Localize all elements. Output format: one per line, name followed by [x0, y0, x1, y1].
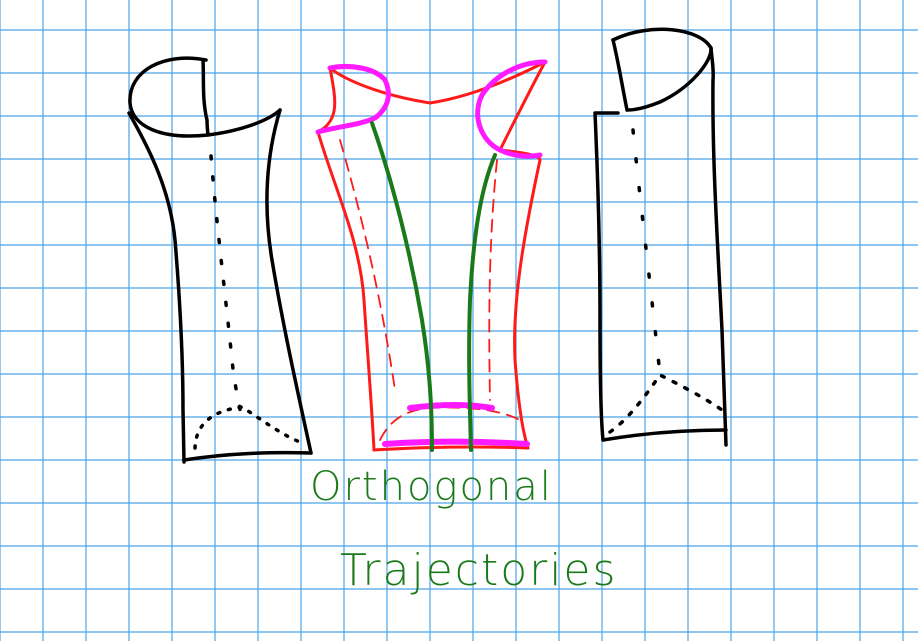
green-trajectory-left	[370, 121, 434, 452]
left-cylinder-sketch	[127, 56, 313, 464]
middle-cylinder-bottom	[372, 445, 530, 452]
left-cylinder-hidden-base	[193, 405, 302, 450]
label-orthogonal: Orthogonal	[310, 464, 553, 510]
right-cylinder-hidden-edge	[631, 128, 662, 377]
magenta-bottom-band	[382, 438, 530, 447]
left-cylinder-left-side	[127, 111, 186, 464]
right-cylinder-hidden-base	[608, 373, 724, 434]
middle-cylinder-hidden-left	[339, 139, 396, 391]
middle-cylinder-sketch	[315, 59, 548, 452]
label-trajectories: Trajectories	[340, 545, 617, 596]
middle-cylinder-left-side	[316, 66, 376, 452]
left-cylinder-bottom	[182, 450, 313, 462]
left-cylinder-front-edge	[201, 58, 210, 137]
middle-cylinder-hidden-base	[379, 406, 521, 441]
right-cylinder-bottom	[601, 428, 728, 442]
magenta-top-right-curve	[475, 59, 548, 159]
magenta-top-left-curve	[315, 64, 391, 135]
green-trajectory-right	[467, 153, 497, 452]
middle-cylinder-right-side	[498, 60, 547, 450]
right-cylinder-front-edge	[611, 38, 629, 112]
right-cylinder-left-side	[593, 111, 620, 442]
left-cylinder-right-side	[265, 108, 313, 455]
right-cylinder-top-rim	[611, 27, 713, 112]
left-cylinder-top-rim	[128, 56, 282, 138]
middle-cylinder-top-edge	[328, 60, 547, 105]
middle-cylinder-hidden-right	[488, 159, 498, 401]
right-cylinder-sketch	[593, 27, 728, 447]
right-cylinder-right-side	[709, 46, 728, 447]
magenta-mid-band	[407, 402, 495, 411]
